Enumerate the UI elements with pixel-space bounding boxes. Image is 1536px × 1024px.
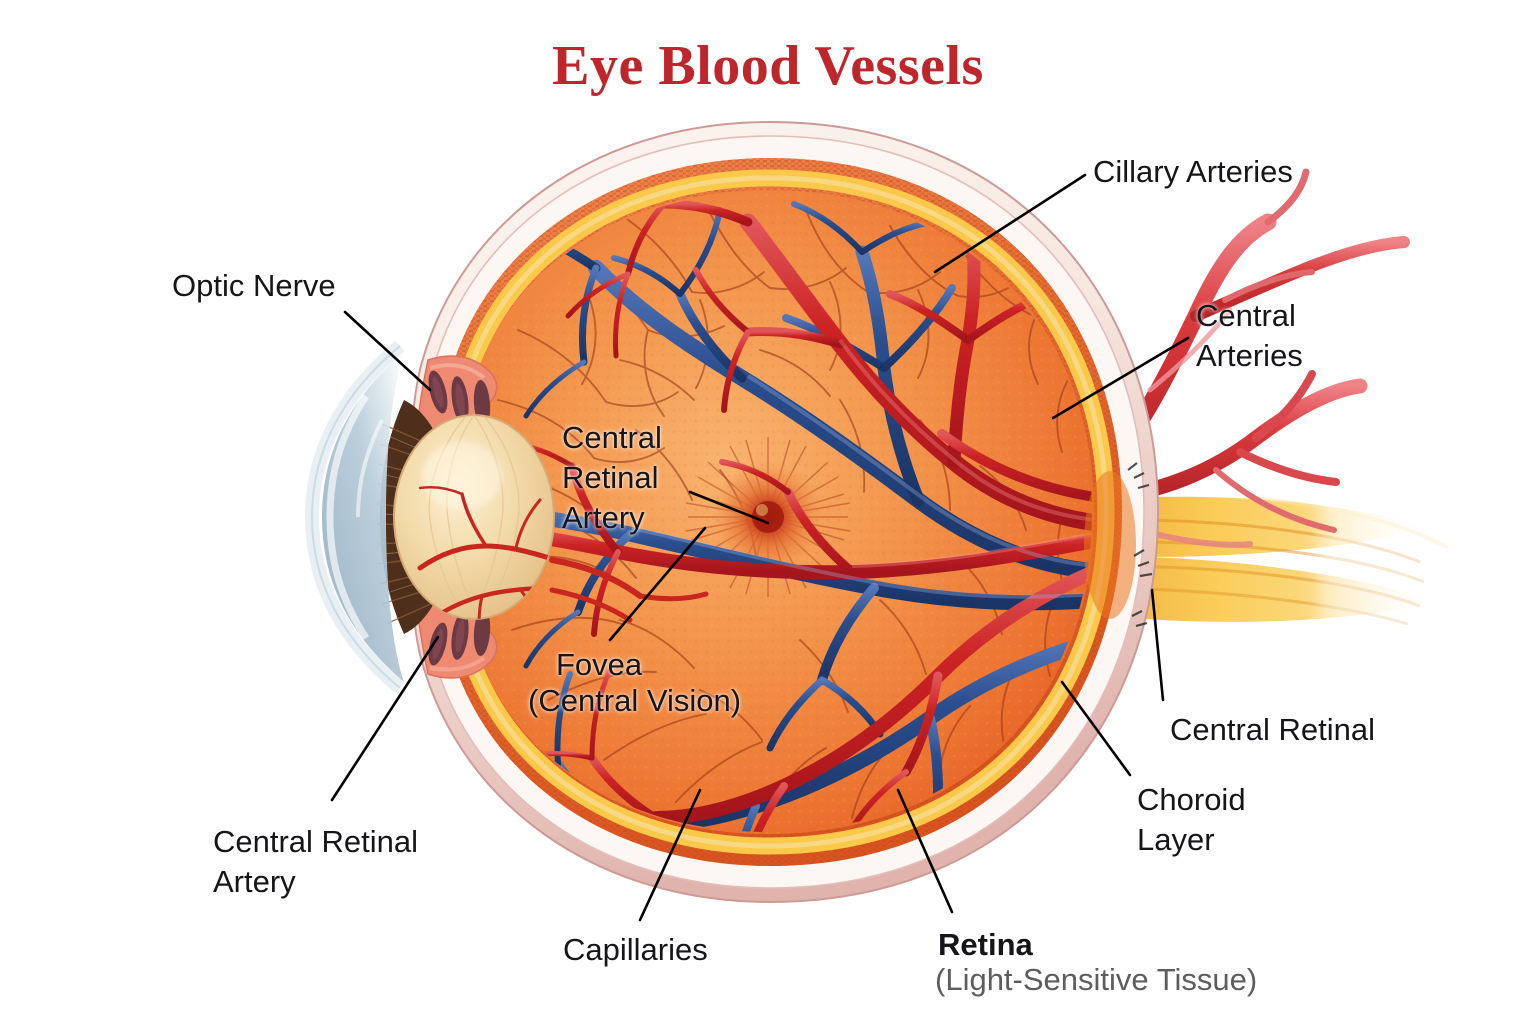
label-fovea: Fovea [556, 645, 642, 685]
leader-fovea [608, 526, 707, 642]
page-title: Eye Blood Vessels [552, 35, 984, 97]
label-line: Layer [1137, 822, 1215, 857]
leader-central-arteries [1051, 336, 1190, 420]
label-line: Choroid [1137, 782, 1246, 817]
label-capillaries: Capillaries [563, 930, 708, 970]
label-optic-nerve: Optic Nerve [172, 266, 336, 306]
label-line: Cillary Arteries [1093, 154, 1293, 189]
label-retina-sub: (Light-Sensitive Tissue) [935, 960, 1257, 1000]
leader-optic-nerve [343, 310, 432, 392]
leader-retina [896, 788, 954, 914]
label-line: Retinal [562, 460, 659, 495]
label-line: (Light-Sensitive Tissue) [935, 962, 1258, 997]
leader-capillaries [638, 788, 702, 922]
label-cillary-arteries: Cillary Arteries [1093, 152, 1293, 192]
label-line: Artery [562, 500, 645, 535]
label-retina: Retina [938, 925, 1033, 965]
label-line: Central [562, 420, 662, 455]
leader-lines [330, 173, 1190, 922]
label-line: Fovea [556, 647, 643, 682]
label-central-retinal-right: Central Retinal [1170, 710, 1375, 750]
label-line: Optic Nerve [172, 268, 336, 303]
vessel-highlights [631, 338, 1092, 599]
label-line: Central [1196, 298, 1296, 333]
leader-central-retinal-left [330, 635, 440, 802]
leader-central-retinal-right [1150, 588, 1165, 702]
fovea-starburst [685, 437, 851, 597]
label-line: Central Retinal [213, 824, 419, 859]
optic-disc [1084, 462, 1153, 628]
cornea [304, 340, 405, 694]
leader-cillary-arteries [933, 173, 1087, 274]
label-line: Retina [938, 927, 1033, 962]
label-fovea-sub: (Central Vision) [528, 681, 741, 721]
leader-choroid-layer [1060, 680, 1132, 777]
yellow-pigment-band [446, 169, 1115, 855]
label-line: Capillaries [563, 932, 708, 967]
lens [393, 414, 709, 623]
label-line: (Central Vision) [528, 683, 742, 718]
leader-central-retinal-artery [688, 490, 770, 525]
label-line: Central Retinal [1170, 712, 1376, 747]
label-line: Artery [213, 864, 296, 899]
label-line: Arteries [1196, 338, 1303, 373]
